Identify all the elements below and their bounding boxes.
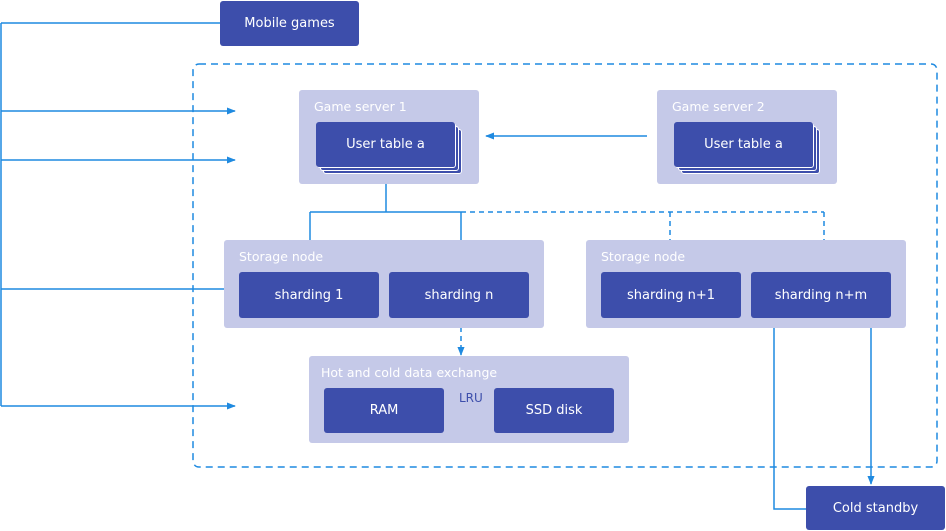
hot-cold-exchange: Hot and cold data exchange RAM LRU SSD d… (309, 356, 629, 443)
mobile-games-label: Mobile games (244, 16, 335, 31)
shard-box: sharding n+m (751, 272, 891, 318)
shard-box: sharding 1 (239, 272, 379, 318)
user-table-box: User table a (316, 122, 455, 167)
game-server-2: Game server 2 User table a (657, 90, 837, 184)
hot-cold-exchange-title: Hot and cold data exchange (321, 365, 498, 380)
user-table-box: User table a (674, 122, 813, 167)
mobile-games-connectors (0, 22, 237, 410)
shard-label: sharding n (424, 287, 494, 303)
storage-node-left: Storage node sharding 1 sharding n (224, 240, 544, 328)
ram-label: RAM (369, 403, 399, 418)
user-table-label: User table a (346, 137, 425, 152)
ssd-label: SSD disk (525, 403, 583, 418)
system-boundary (192, 63, 938, 468)
shard-box: sharding n+1 (601, 272, 741, 318)
cold-standby-box: Cold standby (806, 486, 945, 530)
shard-label: sharding n+1 (627, 287, 715, 303)
shard-label: sharding 1 (274, 287, 344, 303)
game-server-1: Game server 1 User table a (299, 90, 479, 184)
game-server-1-title: Game server 1 (314, 99, 407, 114)
shard-box: sharding n (389, 272, 529, 318)
storage-node-right: Storage node sharding n+1 sharding n+m (586, 240, 906, 328)
ram-box: RAM (324, 388, 444, 433)
storage-node-right-title: Storage node (601, 249, 686, 264)
user-table-label: User table a (704, 137, 783, 152)
game-server-2-title: Game server 2 (672, 99, 765, 114)
lru-label: LRU (459, 391, 483, 405)
storage-node-left-title: Storage node (239, 249, 324, 264)
ssd-box: SSD disk (494, 388, 614, 433)
shard-label: sharding n+m (774, 287, 868, 303)
cold-standby-label: Cold standby (832, 500, 919, 516)
cold-standby-connectors (770, 318, 875, 510)
mobile-games-box: Mobile games (220, 1, 359, 46)
